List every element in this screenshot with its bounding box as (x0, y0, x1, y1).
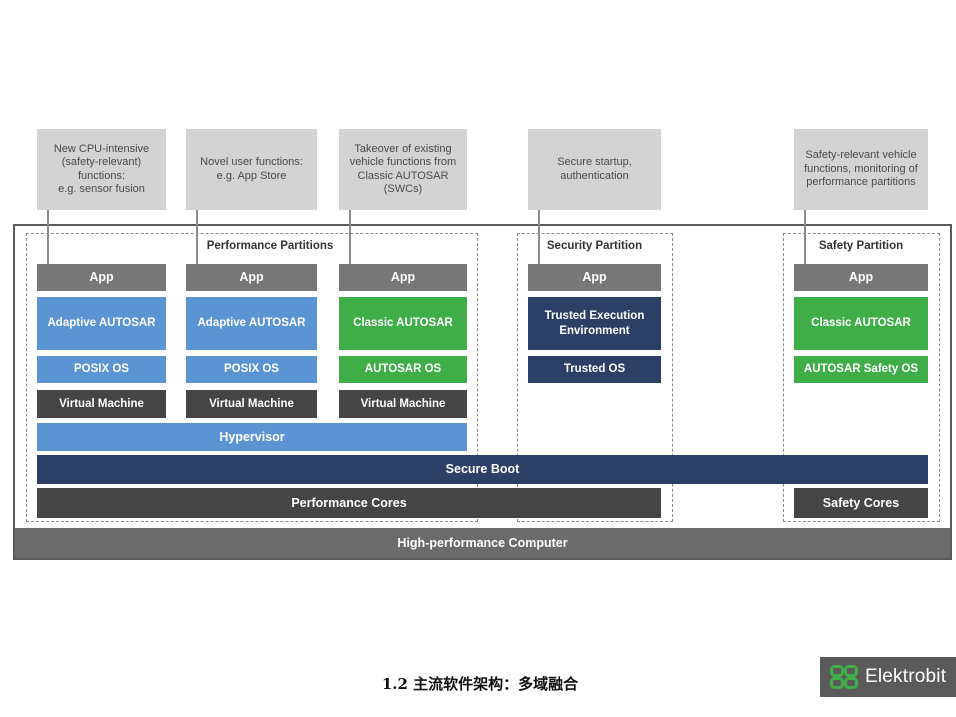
app-box: App (339, 264, 467, 291)
safety-cores-bar: Safety Cores (794, 488, 928, 518)
note-secure-startup: Secure startup, authentication (528, 129, 661, 210)
connector-line (349, 210, 351, 264)
slide-caption: 1.2 主流软件架构：多域融合 (381, 675, 579, 693)
secure-boot-bar: Secure Boot (37, 455, 928, 484)
connector-line (538, 210, 540, 264)
performance-partitions-box (26, 233, 478, 522)
high-performance-computer-bar: High-performance Computer (15, 528, 950, 558)
note-takeover: Takeover of existing vehicle functions f… (339, 129, 467, 210)
autosar-safety-os-box: AUTOSAR Safety OS (794, 356, 928, 383)
adaptive-autosar-box: Adaptive AUTOSAR (37, 297, 166, 350)
note-sensor-fusion: New CPU-intensive (safety-relevant) func… (37, 129, 166, 210)
app-box: App (528, 264, 661, 291)
posix-os-box: POSIX OS (37, 356, 166, 383)
autosar-os-box: AUTOSAR OS (339, 356, 467, 383)
connector-line (47, 210, 49, 264)
hypervisor-bar: Hypervisor (37, 423, 467, 451)
adaptive-autosar-box: Adaptive AUTOSAR (186, 297, 317, 350)
classic-autosar-box: Classic AUTOSAR (794, 297, 928, 350)
classic-autosar-box: Classic AUTOSAR (339, 297, 467, 350)
note-safety-functions: Safety-relevant vehicle functions, monit… (794, 129, 928, 210)
posix-os-box: POSIX OS (186, 356, 317, 383)
eb-logo-icon (830, 665, 858, 689)
app-box: App (186, 264, 317, 291)
virtual-machine-box: Virtual Machine (339, 390, 467, 418)
performance-cores-bar: Performance Cores (37, 488, 661, 518)
note-app-store: Novel user functions: e.g. App Store (186, 129, 317, 210)
connector-line (196, 210, 198, 264)
safety-partition-label: Safety Partition (818, 240, 904, 252)
app-box: App (794, 264, 928, 291)
virtual-machine-box: Virtual Machine (37, 390, 166, 418)
app-box: App (37, 264, 166, 291)
performance-partitions-label: Performance Partitions (206, 240, 334, 252)
security-partition-box (517, 233, 673, 522)
logo-text: Elektrobit (865, 666, 947, 687)
virtual-machine-box: Virtual Machine (186, 390, 317, 418)
hpc-frame (13, 224, 952, 560)
elektrobit-logo: Elektrobit (820, 657, 956, 697)
trusted-os-box: Trusted OS (528, 356, 661, 383)
connector-line (804, 210, 806, 264)
safety-partition-box (783, 233, 940, 522)
trusted-execution-environment-box: Trusted Execution Environment (528, 297, 661, 350)
security-partition-label: Security Partition (546, 240, 643, 252)
